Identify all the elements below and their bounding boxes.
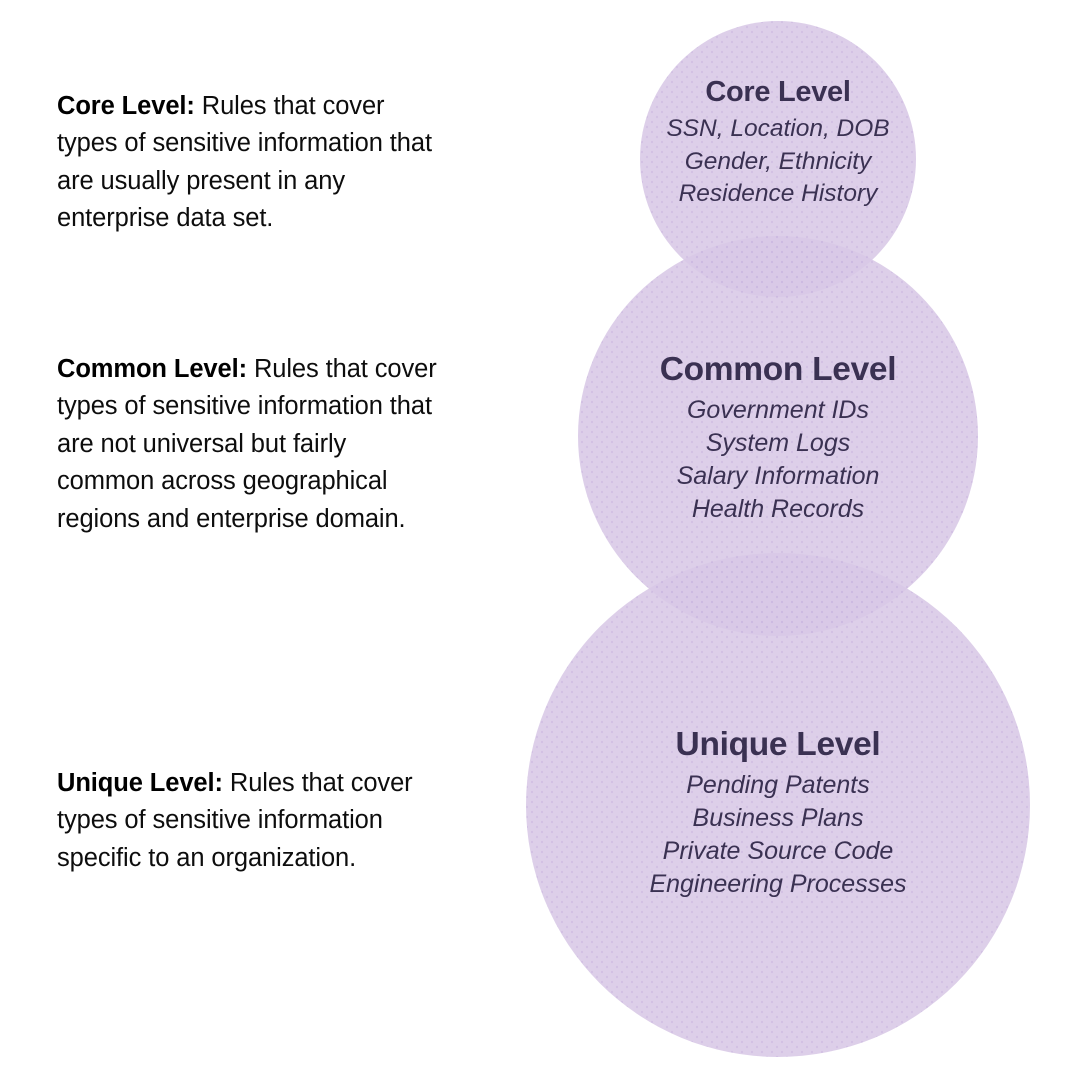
- venn-item: SSN, Location, DOB: [666, 115, 890, 142]
- venn-items-unique: Pending Patents Business Plans Private S…: [608, 769, 948, 901]
- venn-item: Residence History: [678, 180, 878, 207]
- level-descriptions: Core Level: Rules that cover types of se…: [57, 0, 457, 1080]
- venn-label-core: Core Level SSN, Location, DOB Gender, Et…: [628, 74, 928, 211]
- venn-item: Health Records: [691, 495, 865, 523]
- description-common-body: Rules that cover types of sensitive info…: [57, 354, 437, 533]
- venn-title-core: Core Level: [705, 76, 851, 108]
- description-core-level: Core Level: Rules that cover types of se…: [57, 88, 449, 238]
- venn-item: Gender, Ethnicity: [684, 147, 872, 175]
- description-common-lead: Common Level:: [57, 354, 247, 383]
- description-core-body: Rules that cover types of sensitive info…: [57, 91, 432, 233]
- description-unique-body: Rules that cover types of sensitive info…: [57, 768, 413, 872]
- venn-circle-unique: [526, 553, 1030, 1057]
- venn-item: System Logs: [705, 429, 851, 457]
- description-common-level: Common Level: Rules that cover types of …: [57, 351, 449, 539]
- description-core-lead: Core Level:: [57, 91, 195, 120]
- venn-label-common: Common Level Government IDs System Logs …: [618, 349, 938, 526]
- venn-item: Pending Patents: [686, 771, 870, 799]
- description-unique-level: Unique Level: Rules that cover types of …: [57, 765, 449, 878]
- venn-item: Government IDs: [686, 396, 869, 424]
- venn-item: Private Source Code: [662, 837, 894, 865]
- venn-title-unique: Unique Level: [675, 726, 881, 763]
- venn-label-unique: Unique Level Pending Patents Business Pl…: [608, 724, 948, 901]
- description-unique-lead: Unique Level:: [57, 768, 223, 797]
- venn-circle-common: [578, 236, 978, 636]
- venn-item: Engineering Processes: [649, 870, 907, 898]
- venn-item: Salary Information: [676, 462, 880, 490]
- venn-item: Business Plans: [692, 804, 864, 832]
- venn-circle-core: [640, 21, 916, 297]
- venn-items-common: Government IDs System Logs Salary Inform…: [618, 394, 938, 526]
- venn-title-common: Common Level: [659, 351, 897, 388]
- venn-items-core: SSN, Location, DOB Gender, Ethnicity Res…: [628, 113, 928, 211]
